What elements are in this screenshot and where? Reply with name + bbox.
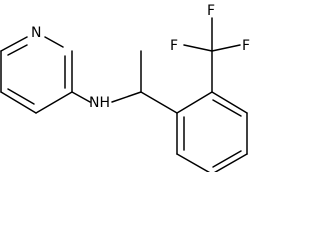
chemical-structure-diagram: N NH F F F — [0, 3, 250, 172]
bond-c6-n — [0, 36, 28, 52]
bond-c6-n-inner — [7, 44, 28, 56]
bond-c4-c5-inner — [7, 88, 35, 105]
bond-b4-b5-inner — [212, 150, 242, 168]
bond-c4-c5 — [0, 91, 37, 114]
bond-c3-nh — [71, 91, 91, 103]
bond-c3-c4 — [35, 91, 73, 114]
fluorine-left-label: F — [170, 38, 178, 54]
pyridine-ring — [0, 36, 73, 114]
bond-b1-b2 — [176, 91, 213, 114]
trifluoromethyl-group — [183, 17, 241, 93]
bond-ch-aryl — [140, 91, 178, 114]
bond-b2-b3-inner — [212, 99, 242, 117]
fluorine-right-label: F — [242, 38, 250, 54]
bond-nh-ch — [111, 91, 142, 103]
bond-n-c2 — [44, 36, 64, 48]
bond-b5-b6 — [176, 153, 211, 172]
bond-b4-b5 — [213, 153, 248, 172]
benzene-ring — [176, 91, 248, 172]
amine-nh-label: NH — [89, 95, 110, 111]
pyridine-nitrogen-label: N — [31, 25, 41, 41]
bond-c-f-left — [183, 44, 213, 52]
bond-c-f-right — [211, 44, 241, 52]
fluorine-top-label: F — [207, 3, 215, 19]
linker — [71, 50, 178, 114]
bond-b2-b3 — [211, 91, 248, 114]
